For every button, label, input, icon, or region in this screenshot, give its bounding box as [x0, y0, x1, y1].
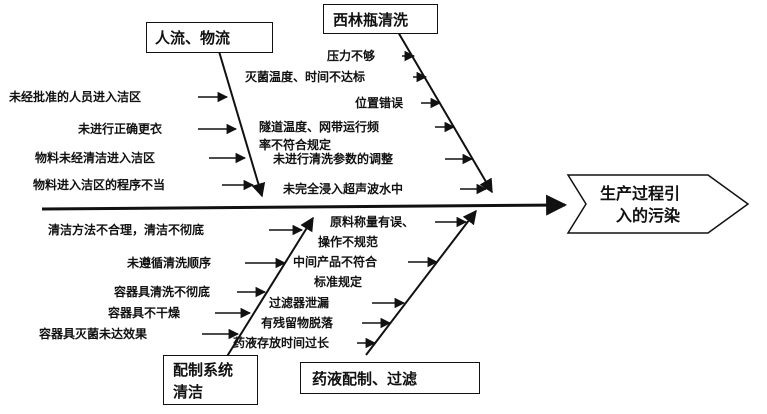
- category-drug-box: 药液配制、过滤: [300, 362, 480, 394]
- cause-bottle-4: 隧道温度、网带运行频: [259, 120, 380, 134]
- cause-drug-3: 中间产品不符合: [293, 255, 378, 269]
- cause-system-5: 容器具灭菌未达效果: [39, 327, 148, 341]
- cause-system-1: 清洁方法不合理，清洁不彻底: [48, 223, 205, 237]
- cause-system-3: 容器具清洗不彻底: [114, 285, 211, 299]
- cause-drug-4: 标准规定: [314, 275, 363, 289]
- effect-label-line2: 入的污染: [616, 206, 681, 225]
- main-spine: [41, 194, 568, 216]
- effect-shape: [566, 174, 750, 234]
- cause-bottle-1: 压力不够: [327, 49, 376, 63]
- category-system-label-line1: 配制系统: [173, 361, 234, 379]
- effect-label-line1: 生产过程引: [600, 184, 681, 203]
- cause-drug-5: 过滤器泄漏: [269, 296, 330, 310]
- cause-people-4: 物料进入洁区的程序不当: [33, 178, 166, 192]
- cause-bottle-6: 未进行清洗参数的调整: [273, 152, 394, 166]
- category-drug-label: 药液配制、过滤: [312, 370, 418, 388]
- cause-bottle-2: 灭菌温度、时间不达标: [245, 70, 366, 84]
- category-bottle-label: 西林瓶清洗: [333, 11, 409, 29]
- cause-people-2: 未进行正确更衣: [78, 122, 163, 136]
- cause-drug-1: 原料称量有误、: [330, 215, 415, 229]
- cause-drug-2: 操作不规范: [318, 235, 379, 249]
- branch-drug: [365, 209, 477, 356]
- cause-bottle-7: 未完全浸入超声波水中: [283, 182, 404, 196]
- branch-people: [217, 47, 266, 198]
- category-system-label-line2: 清洁: [173, 383, 204, 401]
- category-system-box: 配制系统 清洁: [163, 355, 258, 405]
- cause-system-4: 容器具不干燥: [108, 306, 181, 320]
- category-people-label: 人流、物流: [155, 29, 231, 47]
- cause-people-3: 物料未经清洁进入洁区: [35, 151, 156, 165]
- category-people-box: 人流、物流: [146, 22, 273, 53]
- branch-system: [225, 216, 314, 359]
- cause-bottle-5: 率不符合规定: [259, 138, 332, 152]
- cause-system-2: 未遵循清洗顺序: [127, 256, 212, 270]
- cause-people-1: 未经批准的人员进入洁区: [9, 90, 142, 104]
- cause-bottle-3: 位置错误: [355, 96, 404, 110]
- cause-drug-7: 药液存放时间过长: [233, 336, 330, 350]
- category-bottle-box: 西林瓶清洗: [323, 4, 438, 34]
- cause-drug-6: 有残留物脱落: [261, 316, 334, 330]
